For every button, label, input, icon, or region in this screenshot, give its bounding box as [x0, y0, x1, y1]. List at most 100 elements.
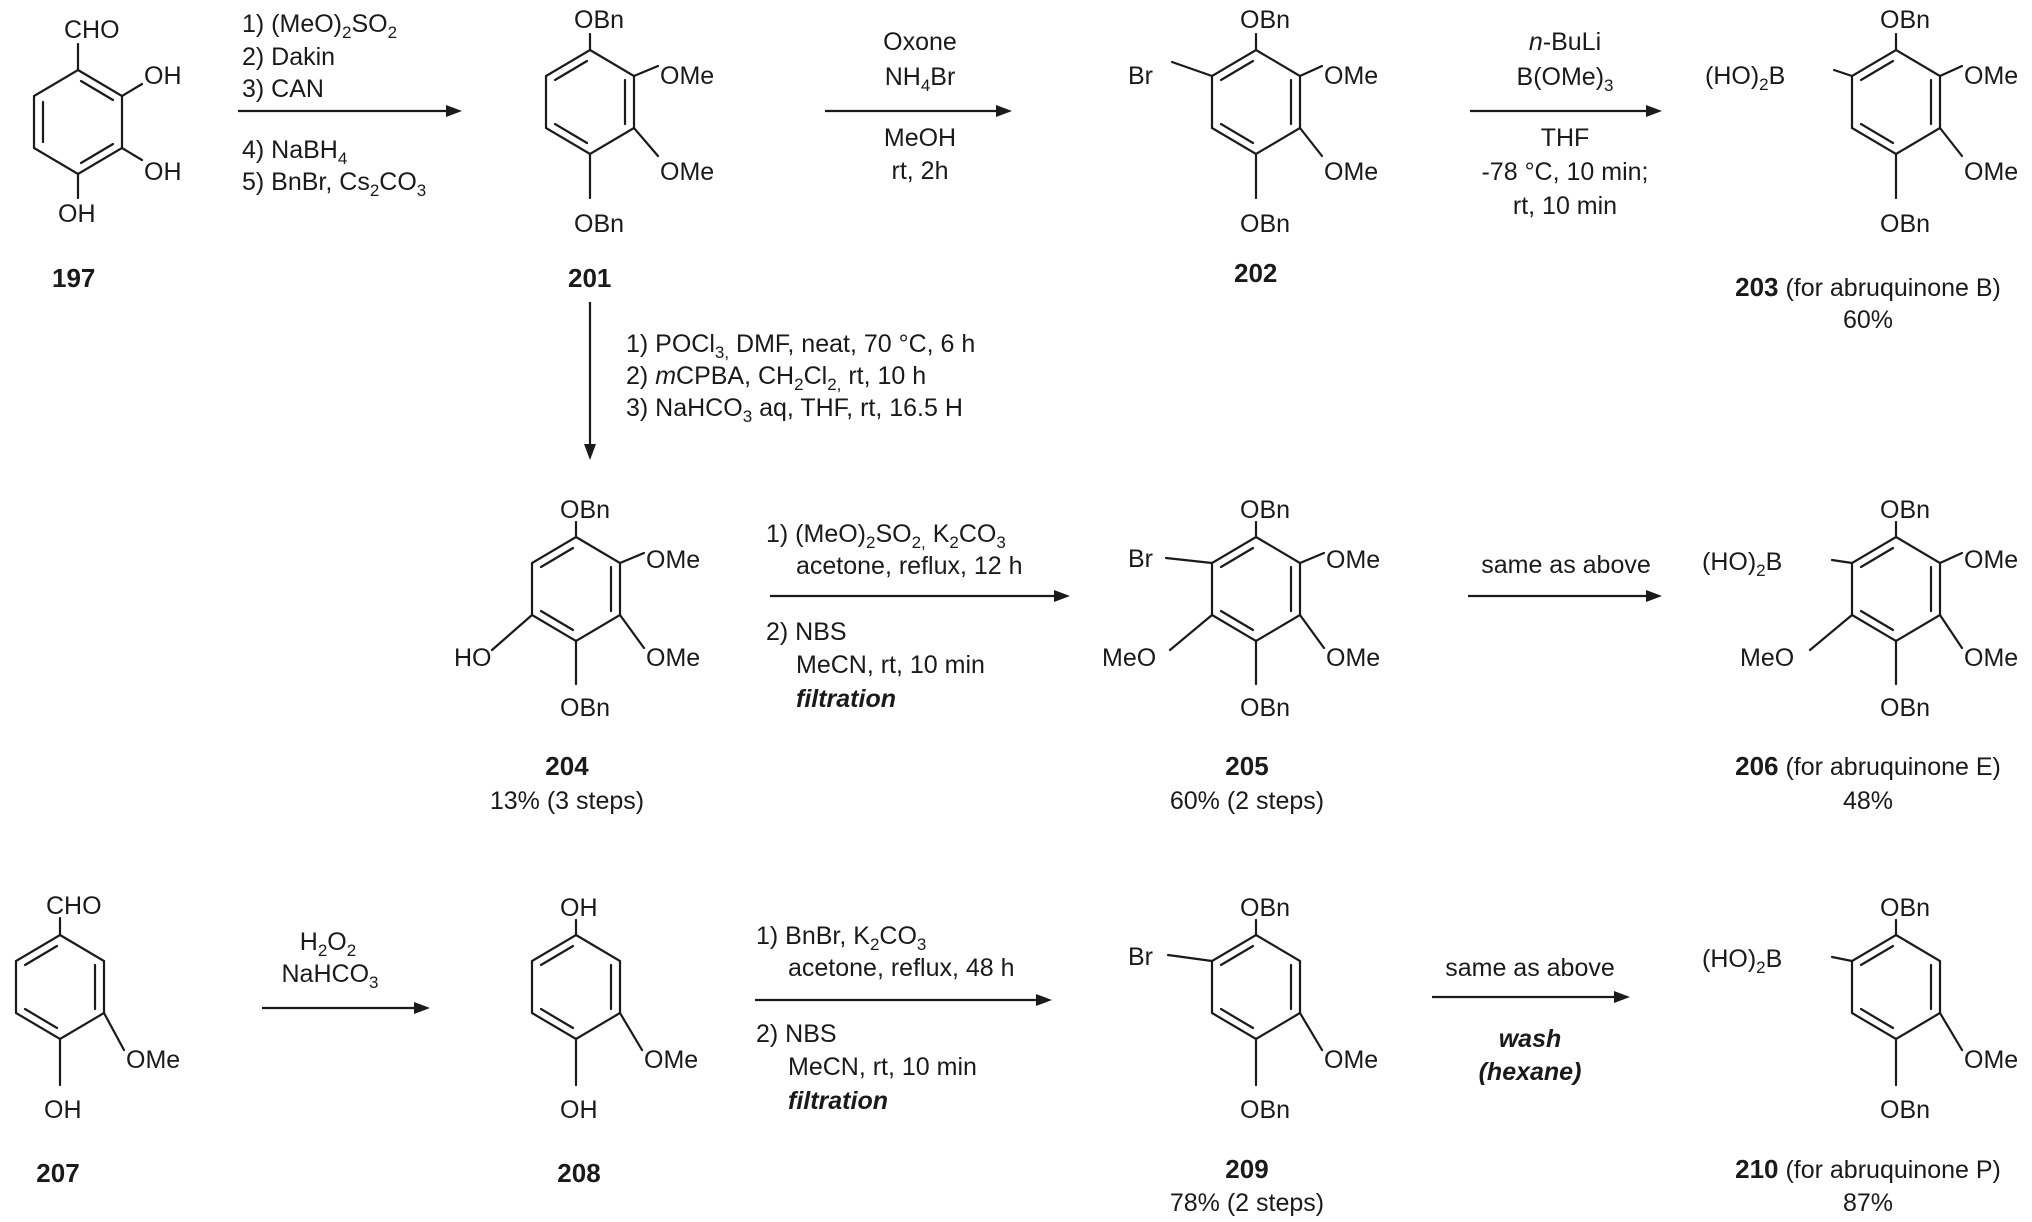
yield-label: 78% (2 steps) [1170, 1189, 1324, 1217]
condition-line: THF [1541, 124, 1590, 152]
boronic-acid-label: (HO)2B [1702, 548, 1782, 580]
condition-line: 1) BnBr, K2CO3 [756, 922, 926, 954]
condition-line: B(OMe)3 [1517, 63, 1614, 95]
obn-label: OBn [1240, 894, 1290, 922]
ome-label: OMe [1964, 644, 2018, 672]
conditions-step-9: same as above wash (hexane) [1445, 954, 1615, 1086]
ring-204 [490, 520, 646, 686]
obn-label: OBn [1240, 1096, 1290, 1124]
obn-label: OBn [1880, 6, 1930, 34]
condition-line: 1) POCl3, DMF, neat, 70 °C, 6 h [626, 330, 975, 362]
obn-label: OBn [1240, 6, 1290, 34]
condition-line: 4) NaBH4 [242, 136, 347, 168]
reaction-arrow-7 [262, 1002, 430, 1014]
reaction-arrow-3 [1470, 105, 1662, 117]
obn-label: OBn [1240, 496, 1290, 524]
conditions-step-4: 1) POCl3, DMF, neat, 70 °C, 6 h 2) mCPBA… [626, 330, 975, 426]
compound-number: 202 [1234, 258, 1277, 288]
ome-label: OMe [1964, 62, 2018, 90]
condition-line: -78 °C, 10 min; [1481, 158, 1648, 186]
compound-caption: 210 (for abruquinone P) [1735, 1154, 2001, 1184]
meo-label: MeO [1102, 644, 1156, 672]
ring-207 [14, 916, 126, 1087]
condition-line: 2) Dakin [242, 43, 335, 71]
obn-label: OBn [560, 694, 610, 722]
structure-201: OBn OMe OMe OBn 201 [544, 6, 714, 293]
ring-206 [1808, 520, 1964, 686]
compound-number: 197 [52, 263, 95, 293]
condition-line: wash [1499, 1025, 1562, 1053]
ring-202 [1170, 32, 1324, 200]
ome-label: OMe [126, 1046, 180, 1074]
condition-line: Oxone [883, 28, 957, 56]
ome-label: OMe [660, 158, 714, 186]
ring-209 [1166, 918, 1324, 1087]
condition-line: H2O2 [300, 928, 356, 960]
boronic-acid-label: (HO)2B [1705, 62, 1785, 94]
condition-line: 2) mCPBA, CH2Cl2, rt, 10 h [626, 362, 926, 394]
structure-207: CHO OMe OH 207 [14, 892, 180, 1188]
yield-label: 48% [1843, 787, 1893, 815]
ome-label: OMe [1964, 546, 2018, 574]
structure-202: OBn Br OMe OMe OBn 202 [1128, 6, 1378, 288]
ome-label: OMe [1964, 1046, 2018, 1074]
structure-206: OBn (HO)2B OMe OMe MeO OBn 206 (for abru… [1702, 496, 2018, 815]
compound-number: 207 [36, 1158, 79, 1188]
condition-line: 1) (MeO)2SO2 [242, 10, 397, 42]
ome-label: OMe [1324, 1046, 1378, 1074]
ome-label: OMe [1326, 546, 1380, 574]
conditions-step-2: Oxone NH4Br MeOH rt, 2h [883, 28, 957, 185]
reaction-arrow-8 [755, 994, 1052, 1006]
structure-209: OBn Br OMe OBn 209 78% (2 steps) [1128, 894, 1378, 1217]
oh-label: OH [560, 1096, 598, 1124]
ome-label: OMe [646, 546, 700, 574]
condition-line: n-BuLi [1529, 28, 1601, 56]
compound-number: 208 [557, 1158, 600, 1188]
cho-label: CHO [64, 16, 120, 44]
yield-label: 60% (2 steps) [1170, 787, 1324, 815]
condition-line: rt, 2h [892, 157, 949, 185]
conditions-step-8: 1) BnBr, K2CO3 acetone, reflux, 48 h 2) … [756, 922, 1015, 1115]
condition-line: same as above [1481, 551, 1651, 579]
ome-label: OMe [646, 644, 700, 672]
condition-line: 1) (MeO)2SO2, K2CO3 [766, 520, 1006, 552]
condition-line: rt, 10 min [1513, 192, 1617, 220]
condition-line: acetone, reflux, 12 h [796, 552, 1023, 580]
obn-label: OBn [1240, 694, 1290, 722]
oh-label: OH [144, 62, 182, 90]
condition-line: acetone, reflux, 48 h [788, 954, 1015, 982]
reaction-arrow-2 [825, 105, 1012, 117]
condition-line: same as above [1445, 954, 1615, 982]
structure-210: OBn (HO)2B OMe OBn 210 (for abruquinone … [1702, 894, 2018, 1217]
condition-line: MeCN, rt, 10 min [796, 651, 985, 679]
ome-label: OMe [1324, 158, 1378, 186]
yield-label: 13% (3 steps) [490, 787, 644, 815]
compound-number: 209 [1225, 1154, 1268, 1184]
obn-label: OBn [574, 210, 624, 238]
compound-number: 204 [545, 751, 589, 781]
oh-label: OH [560, 894, 598, 922]
obn-label: OBn [1880, 1096, 1930, 1124]
compound-number: 201 [568, 263, 611, 293]
yield-label: 60% [1843, 306, 1893, 334]
br-label: Br [1128, 545, 1153, 573]
ome-label: OMe [1326, 644, 1380, 672]
ome-label: OMe [660, 62, 714, 90]
meo-label: MeO [1740, 644, 1794, 672]
oh-label: OH [144, 158, 182, 186]
boronic-acid-label: (HO)2B [1702, 945, 1782, 977]
condition-line: (hexane) [1479, 1058, 1582, 1086]
reaction-arrow-4 [584, 302, 596, 460]
br-label: Br [1128, 943, 1153, 971]
condition-line: MeCN, rt, 10 min [788, 1053, 977, 1081]
condition-line: 2) NBS [766, 618, 847, 646]
ring-208 [530, 918, 644, 1087]
condition-line: NaHCO3 [282, 960, 379, 992]
compound-number: 205 [1225, 751, 1268, 781]
oh-label: OH [44, 1096, 82, 1124]
condition-line: 5) BnBr, Cs2CO3 [242, 168, 426, 200]
conditions-step-1: 1) (MeO)2SO2 2) Dakin 3) CAN 4) NaBH4 5)… [242, 10, 426, 200]
condition-line: 3) NaHCO3 aq, THF, rt, 16.5 H [626, 394, 963, 426]
structure-197: CHO OH OH OH 197 [32, 16, 182, 293]
